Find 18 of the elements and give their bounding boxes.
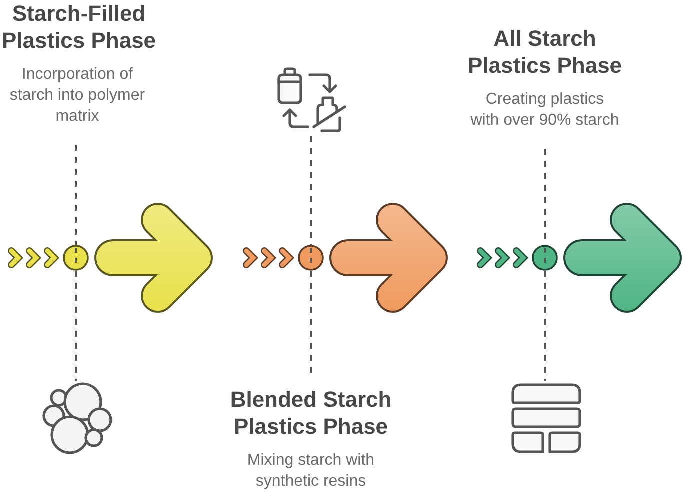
starch-granules-icon <box>41 381 113 455</box>
phase-description: Creating plastics with over 90% starch <box>470 90 620 131</box>
phase-title: Starch-Filled Plastics Phase <box>0 0 158 54</box>
timeline-dot-icon <box>63 245 89 271</box>
dashed-line <box>75 271 77 381</box>
dashed-line <box>544 271 546 381</box>
chevron-arrow <box>477 248 528 268</box>
phase-title: All Starch Plastics Phase <box>466 25 624 79</box>
dashed-line <box>310 136 312 245</box>
phase-description: Mixing starch with synthetic resins <box>246 451 376 492</box>
dashed-line <box>310 271 312 376</box>
timeline-dot-icon <box>532 245 558 271</box>
chevron-arrow <box>8 248 60 268</box>
phase-description: Incorporation of starch into polymer matrix <box>8 65 146 127</box>
timeline-dot-icon <box>298 245 324 271</box>
phase-title: Blended Starch Plastics Phase <box>229 386 393 440</box>
dashed-line <box>75 145 77 245</box>
chevron-arrow <box>243 248 294 268</box>
